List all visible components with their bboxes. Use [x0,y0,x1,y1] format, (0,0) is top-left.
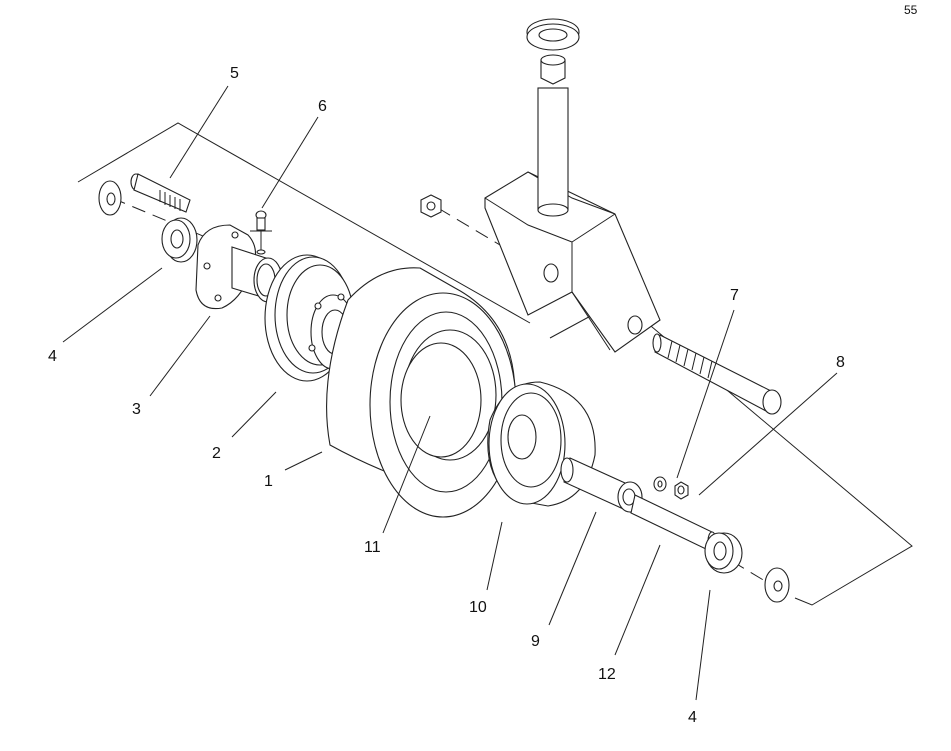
bearing-part-4-left [161,217,198,263]
label-7: 7 [730,287,739,304]
label-4a: 4 [48,348,57,365]
washer-right [764,567,790,603]
inner-tube-part-12 [630,494,717,551]
callout-labels: 5 6 4 3 2 1 11 10 9 12 4 7 8 [48,65,845,726]
leader-lines [62,85,838,701]
washer-left [98,180,122,216]
label-8: 8 [836,354,845,371]
label-4b: 4 [688,709,697,726]
label-1: 1 [264,473,273,490]
bolt-part-5 [130,173,191,213]
label-5: 5 [230,65,239,82]
nut-bracket-left [420,194,442,218]
caster-fork-bracket [484,18,661,353]
grease-fitting-part-6 [250,210,272,255]
label-10: 10 [469,599,487,616]
label-12: 12 [598,666,616,683]
bearing-part-4-right [704,532,743,574]
spacer-tube-part-9 [560,457,643,513]
wheel-rim-part-11 [400,329,497,461]
label-6: 6 [318,98,327,115]
corner-mark: 55 [904,3,918,17]
label-2: 2 [212,445,221,462]
label-3: 3 [132,401,141,418]
axle-bolt [652,333,782,415]
lock-washer-part-7 [653,476,667,492]
label-11: 11 [364,539,381,556]
nut-part-8 [674,481,689,500]
label-9: 9 [531,633,540,650]
hub-flange-part-3 [195,224,283,310]
